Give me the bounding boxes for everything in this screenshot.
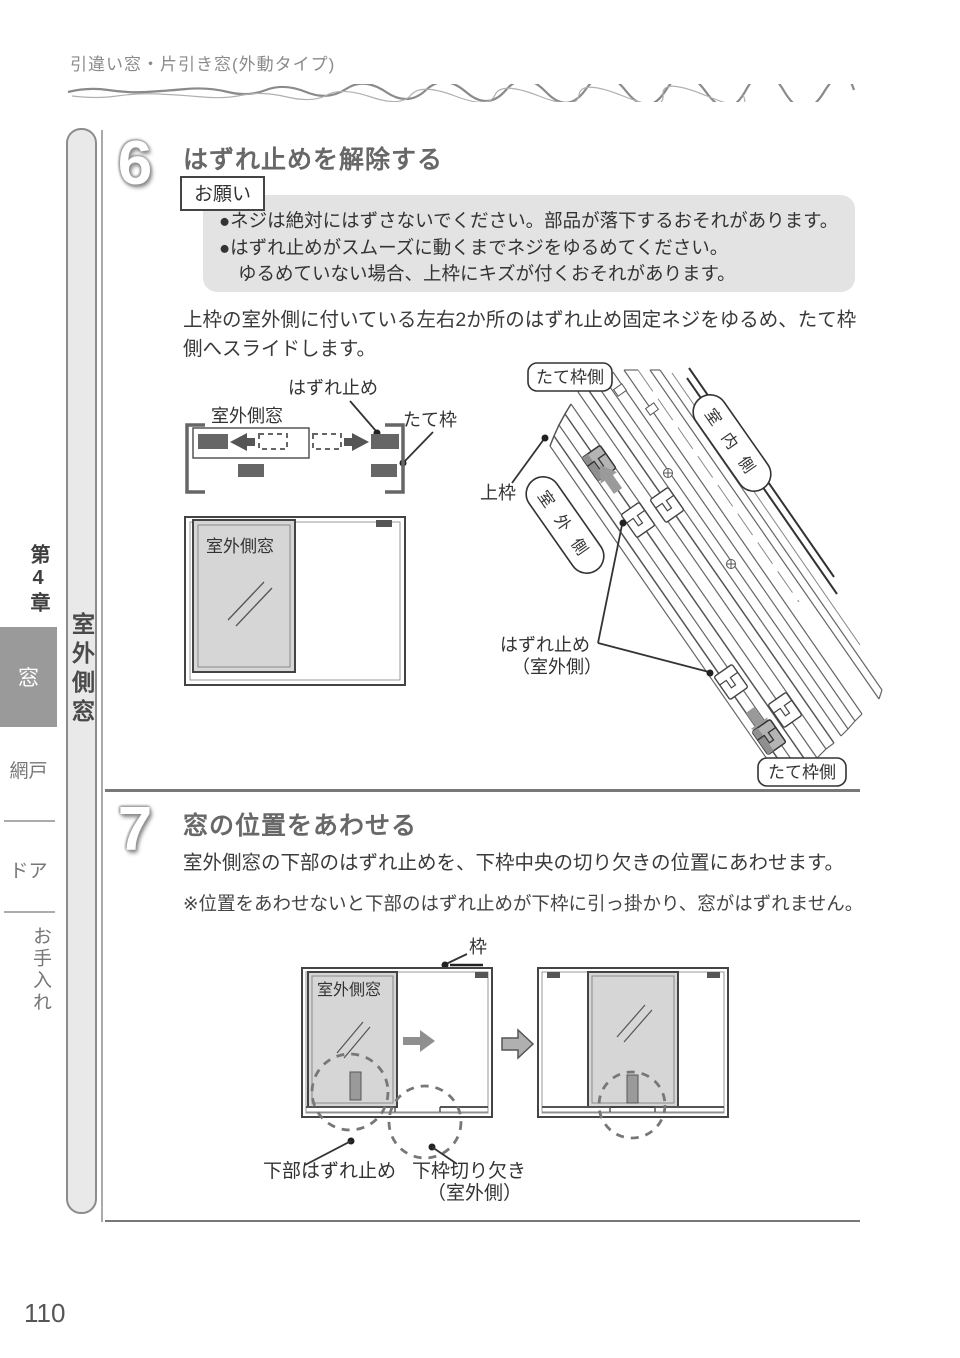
step-7-number: 7 [117,795,153,864]
bottom-stopper [626,1074,639,1104]
outdoor-window-label: 室外側窓 [317,981,381,999]
notch-label-line1: 下枠切り欠き [412,1160,526,1182]
sidebar-item-window[interactable]: 窓 [0,627,57,727]
vertical-frame-label: たて枠 [403,410,457,430]
step-7-title: 窓の位置をあわせる [183,812,418,840]
stopper-ghost [258,433,288,450]
section-side-tab-label: 室外側窓 [68,612,95,728]
leader-line [511,438,545,484]
frame-clip [547,972,560,978]
decorative-squiggle-line [67,84,856,102]
step-6-title: はずれ止めを解除する [183,146,444,174]
stopper-outdoor-label-line2: （室外側） [512,657,602,677]
leader-dot [441,961,449,969]
transition-arrow-icon [501,1028,535,1060]
frame-label: 枠 [469,937,487,957]
stopper-block [238,464,264,477]
stopper-label: はずれ止め [288,378,378,398]
glass-reflection [343,1026,371,1059]
bottom-stopper [349,1071,362,1101]
outdoor-window-label: 室外側窓 [211,406,283,426]
leader-dot [619,519,627,527]
glass-reflection [616,1004,646,1038]
bottom-stopper-label: 下部はずれ止め [263,1160,396,1182]
step-7-body: 室外側窓の下部のはずれ止めを、下枠中央の切り欠きの位置にあわせます。 [183,852,845,874]
notice-item: ●ネジは絶対にはずさないでください。部品が落下するおそれがあります。 [219,210,839,231]
step-6-body-line2: 側へスライドします。 [183,338,377,360]
outdoor-window-diagram: 室外側窓 [184,516,406,686]
frame-tab [612,383,628,397]
highlight-circle-notch [387,1084,463,1160]
footer-rule [105,1220,860,1222]
glass-reflection [235,587,273,627]
tate-frame-side-badge [527,362,613,392]
notice-label: お願い [180,176,266,211]
left-bracket [185,423,205,494]
stopper-clip [620,501,656,539]
tate-frame-side-label: たて枠側 [768,763,836,782]
frame-clip [475,972,488,978]
sidebar-chapter-label: 第4章 [27,544,49,615]
glass-reflection [227,581,265,621]
right-bracket [385,423,405,494]
stopper-slide-diagram: はずれ止め 室外側窓 たて枠 [185,378,457,494]
content-left-rule [101,130,103,1222]
glass-pane-inner [197,524,291,668]
step-7-note: ※位置をあわせないと下部のはずれ止めが下枠に引っ掛かり、窓がはずれません。 [183,893,864,914]
leader-line [597,524,623,644]
slide-right-arrow-icon [403,1030,435,1052]
leader-dot [706,669,714,677]
glass-pane [192,519,296,673]
stopper-block [198,434,228,449]
notice-item: ●はずれ止めがスムーズに動くまでネジをゆるめてください。 [219,236,729,258]
notice-box: ●ネジは絶対にはずさないでください。部品が落下するおそれがあります。 ●はずれ止… [203,195,855,292]
notice-item-continuation: ゆるめていない場合、上枠にキズが付くおそれがあります。 [238,263,736,284]
frame-clip [376,520,392,527]
glass-pane-inner [311,975,394,1104]
screw-icon [663,468,736,569]
tate-frame-side-badge [757,757,847,787]
leader-line [597,642,710,673]
alignment-diagram: 枠 室外側窓 下部はずれ止め 下枠切り欠き （室外側） [263,937,729,1204]
step-6-body-line1: 上枠の室外側に付いている左右2か所のはずれ止め固定ネジをゆるめ、たて枠 [183,309,857,331]
tate-frame-side-label: たて枠側 [536,368,604,387]
section-side-tab[interactable]: 室外側窓 [66,128,97,1214]
sidebar-divider [4,820,55,822]
glass-reflection [623,1009,653,1043]
leader-line [431,1146,458,1165]
page-header-title: 引違い窓・片引き窓(外動タイプ) [70,55,336,74]
frame-clip [707,972,720,978]
section-divider [105,789,860,792]
leader-line [304,1140,352,1166]
frame-tab [644,402,660,416]
slide-right-arrow-icon [344,433,369,451]
outdoor-side-pill: 室外側 [525,476,605,574]
page-number: 110 [24,1298,66,1328]
upper-frame-label: 上枠 [480,483,516,503]
stopper-ghost [312,433,342,450]
glass-reflection [336,1021,364,1054]
step-6-number: 6 [117,129,153,198]
stopper-outdoor-label-line1: はずれ止め [500,635,590,655]
leader-line [445,953,468,965]
sidebar-divider [4,911,55,913]
sidebar-item-door[interactable]: ドア [9,861,48,882]
highlight-circle-stopper [310,1052,390,1132]
outdoor-window-label: 室外側窓 [206,537,274,556]
top-frame-3d-diagram: たて枠側 上枠 室外側 室内側 はずれ止め （室外側） たて枠側 [480,362,883,787]
sidebar-item-care[interactable]: お手入れ [30,926,51,1014]
stopper-clip [649,486,685,524]
leader-line [403,431,434,463]
stopper-block [371,464,397,477]
highlight-circle-aligned [597,1070,667,1140]
stopper-block [371,434,399,449]
notch-label-line2: （室外側） [427,1182,522,1204]
slide-left-arrow-icon [230,433,255,451]
sidebar-item-screen[interactable]: 網戸 [9,761,48,782]
leader-dot [541,434,549,442]
leader-line [349,400,377,432]
